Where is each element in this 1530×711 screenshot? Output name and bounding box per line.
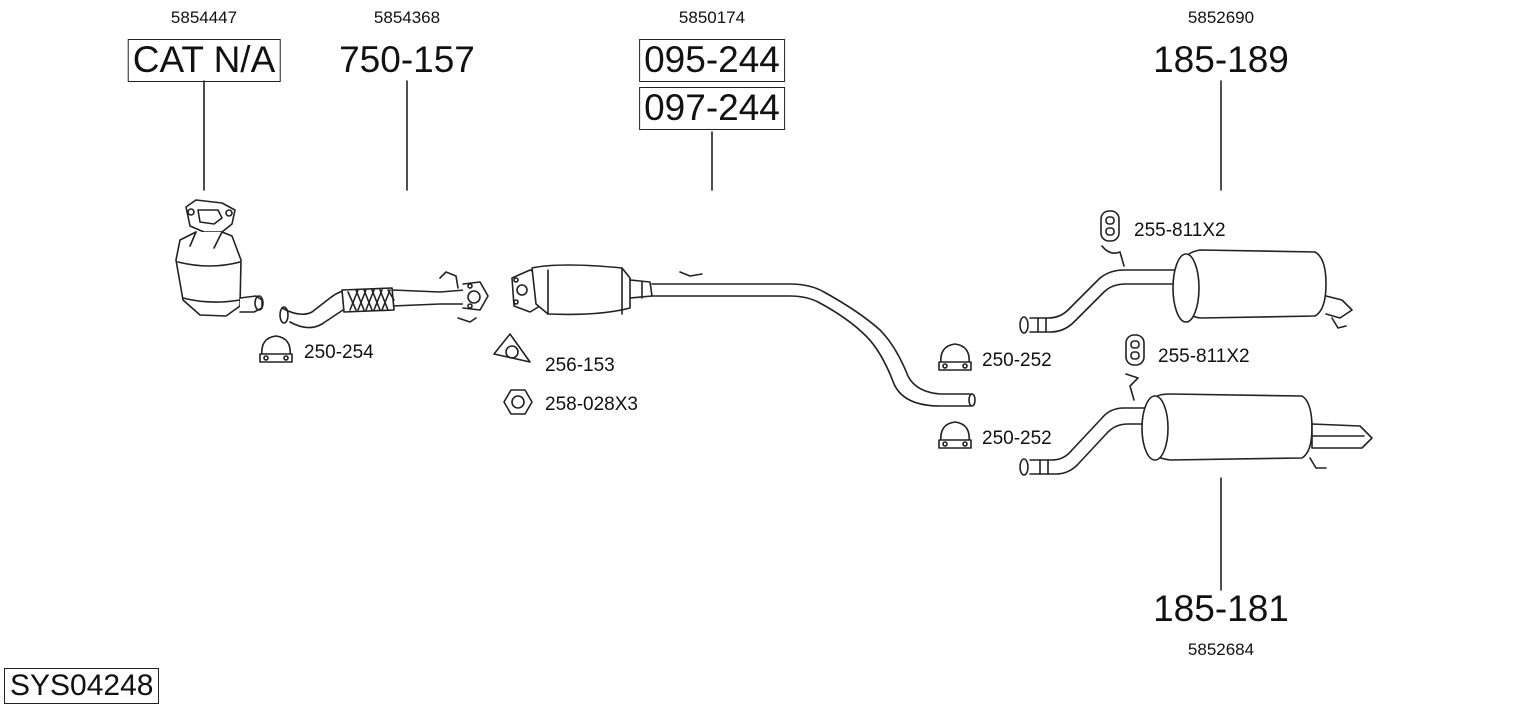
part-number-front-pipe[interactable]: 750-157 [339, 39, 475, 80]
rubber-hanger-icon [1126, 335, 1144, 365]
catalytic-converter-icon [176, 200, 263, 316]
part-number-dpf-1[interactable]: 095-244 [639, 39, 785, 82]
accessory-clamp-front-label[interactable]: 250-254 [304, 342, 374, 363]
system-code: SYS04248 [4, 668, 160, 704]
oe-number-dpf: 5850174 [678, 8, 746, 27]
accessory-hanger-upper-label[interactable]: 255-811X2 [1134, 220, 1226, 241]
accessory-clamp-rear-label[interactable]: 250-252 [982, 428, 1052, 449]
accessory-clamp-mid-label[interactable]: 250-252 [982, 350, 1052, 371]
clamp-icon [939, 344, 971, 370]
dpf-section-icon [512, 265, 975, 406]
accessory-nut-label[interactable]: 258-028X3 [545, 394, 638, 415]
accessory-gasket-label[interactable]: 256-153 [545, 355, 615, 376]
front-pipe-icon [280, 272, 488, 328]
clamp-icon [939, 422, 971, 448]
oe-number-rear-upper: 5852690 [1187, 8, 1255, 27]
part-number-dpf-2[interactable]: 097-244 [639, 87, 785, 130]
oe-number-front-pipe: 5854368 [373, 8, 441, 27]
part-number-rear-upper[interactable]: 185-189 [1153, 39, 1289, 80]
part-number-cat[interactable]: CAT N/A [127, 39, 281, 82]
rear-silencer-lower-icon [1020, 374, 1372, 475]
part-number-rear-lower[interactable]: 185-181 [1153, 588, 1289, 629]
nut-icon [504, 390, 532, 414]
accessory-hanger-lower-label[interactable]: 255-811X2 [1158, 346, 1250, 367]
rear-silencer-upper-icon [1020, 246, 1352, 333]
clamp-icon [260, 336, 292, 362]
rubber-hanger-icon [1101, 211, 1119, 241]
oe-number-cat: 5854447 [170, 8, 238, 27]
oe-number-rear-lower: 5852684 [1187, 640, 1255, 659]
gasket-icon [494, 334, 530, 362]
